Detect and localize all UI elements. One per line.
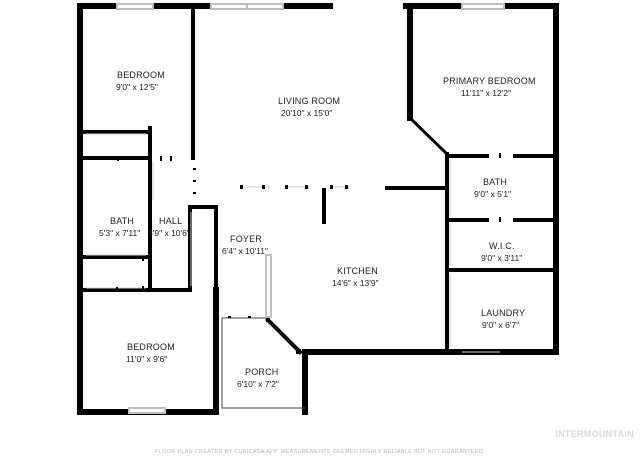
room-laundry-name: LAUNDRY xyxy=(481,308,526,318)
room-living-name: LIVING ROOM xyxy=(278,96,341,106)
room-bedroom-1-name: BEDROOM xyxy=(117,70,165,80)
room-bedroom-1-dims: 9'0" x 12'5" xyxy=(116,82,158,92)
brand-watermark: INTERMOUNTAIN xyxy=(555,429,634,439)
footer-disclaimer: FLOOR PLAN CREATED BY CUBICASA APP. MEAS… xyxy=(155,449,485,455)
exterior-walls xyxy=(77,3,559,415)
room-primary-bath-dims: 9'0" x 5'1" xyxy=(474,189,512,199)
room-kitchen-dims: 14'6" x 13'9" xyxy=(332,278,379,288)
room-bedroom-2-name: BEDROOM xyxy=(127,342,175,352)
windows xyxy=(116,3,505,414)
door-marks xyxy=(116,153,501,354)
interior-walls xyxy=(82,4,558,409)
room-porch-dims: 6'10" x 7'2" xyxy=(237,379,279,389)
room-primary-bedroom-name: PRIMARY BEDROOM xyxy=(443,76,536,86)
room-hall-bath-name: BATH xyxy=(110,216,135,226)
room-primary-bath-name: BATH xyxy=(483,177,508,187)
room-porch-name: PORCH xyxy=(245,367,279,377)
room-living-dims: 20'10" x 15'0" xyxy=(281,108,333,118)
room-foyer-name: FOYER xyxy=(230,234,263,244)
room-kitchen-name: KITCHEN xyxy=(337,266,378,276)
room-primary-bedroom-dims: 11'11" x 12'2" xyxy=(461,88,512,98)
room-wic-name: W.I.C. xyxy=(489,241,515,251)
room-foyer-dims: 6'4" x 10'11" xyxy=(222,246,268,256)
room-wic-dims: 9'0" x 3'11" xyxy=(481,253,523,263)
room-bedroom-2-dims: 11'0" x 9'6" xyxy=(126,354,168,364)
room-hall-bath-dims: 5'3" x 7'11" xyxy=(99,228,141,238)
room-hall-name: HALL xyxy=(159,216,183,226)
room-laundry-dims: 9'0" x 6'7" xyxy=(482,320,520,330)
doors xyxy=(86,133,500,353)
room-hall-dims: 3'9" x 10'6" xyxy=(148,228,190,238)
